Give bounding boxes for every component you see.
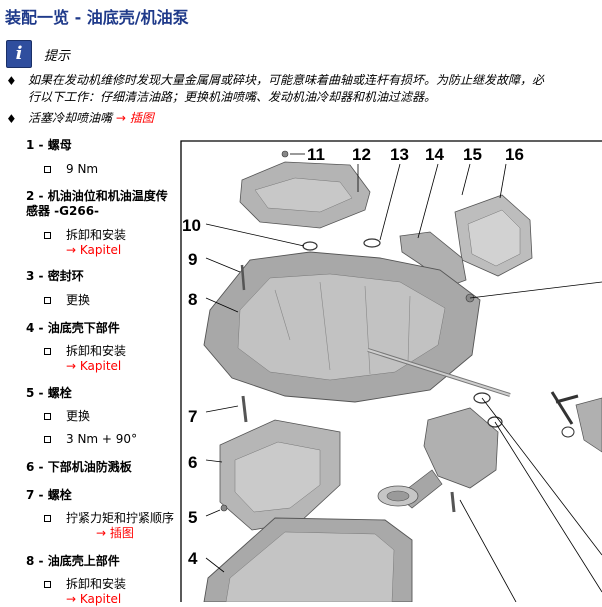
callout-5: 5	[188, 508, 197, 527]
list-item: 2 - 机油油位和机油温度传感器 -G266-	[26, 189, 176, 219]
item-name: 螺栓	[47, 386, 72, 400]
checkbox-bullet-icon	[44, 581, 51, 588]
callout-10: 10	[182, 216, 201, 235]
bullet-icon: ♦	[6, 112, 17, 126]
list-item: 8 - 油底壳上部件	[26, 554, 176, 569]
callout-9: 9	[188, 250, 197, 269]
oil-pump-part	[423, 407, 499, 489]
callout-8: 8	[188, 290, 197, 309]
bullet-icon: ♦	[6, 74, 17, 88]
piston-jet-text: 活塞冷却喷油嘴	[28, 111, 113, 125]
list-item: 4 - 油底壳下部件	[26, 321, 176, 336]
kapitel-link[interactable]: → Kapitel	[66, 592, 122, 606]
checkbox-bullet-icon	[44, 515, 51, 522]
sub-item-text: 拧紧力矩和拧紧顺序	[66, 511, 175, 525]
callout-4: 4	[188, 549, 198, 568]
sub-item-text: 拆卸和安装	[66, 344, 127, 358]
sub-item-text: 拆卸和安装	[66, 577, 127, 591]
callout-14: 14	[425, 145, 444, 164]
kapitel-link[interactable]: → Kapitel	[66, 243, 122, 257]
item-number: 2 -	[26, 189, 44, 203]
piston-jet-note: 活塞冷却喷油嘴 → 插图	[28, 110, 154, 127]
item-number: 3 -	[26, 269, 44, 283]
callout-15: 15	[463, 145, 482, 164]
callout-6: 6	[188, 453, 197, 472]
page-title: 装配一览 - 油底壳/机油泵	[5, 8, 189, 27]
item-number: 6 -	[26, 460, 44, 474]
callout-11: 11	[307, 145, 325, 164]
exploded-view-diagram: 11 12 13 14 15 16 10 9 8 7 6 5 4	[180, 140, 602, 602]
sub-item-text: 拆卸和安装	[66, 228, 127, 242]
list-item: 5 - 螺栓	[26, 386, 176, 401]
hint-label: 提示	[44, 49, 71, 64]
item-number: 7 -	[26, 488, 44, 502]
list-item: 6 - 下部机油防溅板	[26, 460, 176, 475]
list-item: 1 - 螺母	[26, 138, 176, 153]
piston-jet-link[interactable]: 插图	[129, 111, 154, 125]
arrow-icon: →	[115, 111, 126, 125]
item-name: 螺母	[47, 138, 72, 152]
info-icon: i	[6, 40, 32, 68]
checkbox-bullet-icon	[44, 413, 51, 420]
sub-item-text: 9 Nm	[66, 162, 99, 176]
checkbox-bullet-icon	[44, 166, 51, 173]
list-item: 3 - 密封环	[26, 269, 176, 284]
sub-item-text: 更换	[66, 409, 91, 423]
callout-16: 16	[505, 145, 524, 164]
item-number: 5 -	[26, 386, 44, 400]
item-name: 下部机油防溅板	[47, 460, 132, 474]
note-line-2: 行以下工作：仔细清洁油路；更换机油喷嘴、发动机油冷却器和机油过滤器。	[28, 90, 437, 104]
callout-13: 13	[390, 145, 409, 164]
item-name: 螺栓	[47, 488, 72, 502]
callout-7: 7	[188, 407, 197, 426]
item-number: 1 -	[26, 138, 44, 152]
item-name: 油底壳上部件	[47, 554, 120, 568]
checkbox-bullet-icon	[44, 436, 51, 443]
kapitel-link[interactable]: → Kapitel	[66, 359, 122, 373]
item-name: 机油油位和机油温度传感器 -G266-	[26, 189, 168, 218]
checkbox-bullet-icon	[44, 348, 51, 355]
illustration-link[interactable]: → 插图	[96, 526, 134, 540]
item-name: 密封环	[47, 269, 84, 283]
checkbox-bullet-icon	[44, 297, 51, 304]
item-number: 4 -	[26, 321, 44, 335]
item-name: 油底壳下部件	[47, 321, 120, 335]
checkbox-bullet-icon	[44, 232, 51, 239]
item-number: 8 -	[26, 554, 44, 568]
note-line-1: 如果在发动机维修时发现大量金属屑或碎块，可能意味着曲轴或连杆有损坏。为防止继发故…	[28, 73, 545, 87]
callout-12: 12	[352, 145, 371, 164]
sub-item-text: 3 Nm + 90°	[66, 432, 138, 446]
sub-item-text: 更换	[66, 293, 91, 307]
list-item: 7 - 螺栓	[26, 488, 176, 503]
